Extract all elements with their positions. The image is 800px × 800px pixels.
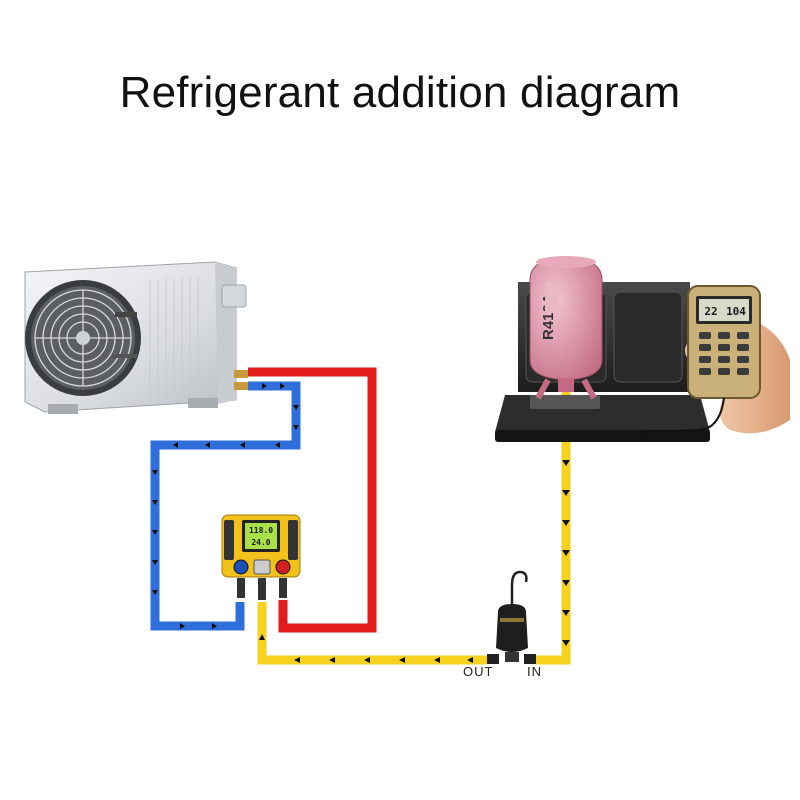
scale-controller: 22 104 — [639, 285, 761, 433]
low-pressure-hose — [150, 381, 301, 631]
charging-hose-supply — [535, 372, 571, 665]
scale-keypad — [699, 332, 749, 375]
charging-hose — [257, 602, 487, 665]
diagram-title: Refrigerant addition diagram — [119, 68, 681, 117]
out-label: OUT — [463, 664, 493, 679]
outdoor-ac-unit — [24, 261, 248, 414]
digital-manifold-gauge: 118.0 24.0 — [221, 514, 301, 600]
low-side-port — [237, 578, 245, 598]
low-side-knob[interactable] — [233, 559, 249, 575]
gauge-lcd — [245, 523, 277, 549]
charge-port — [258, 578, 266, 600]
scale-reading-right: 104 — [726, 305, 746, 318]
high-side-knob[interactable] — [275, 559, 291, 575]
scale-reading-left: 22 — [704, 305, 717, 318]
refrigerant-cylinder: R410A — [529, 256, 603, 400]
high-side-port — [279, 578, 287, 598]
flow-arrows-blue — [152, 383, 299, 629]
gauge-reading-1: 118.0 — [249, 526, 273, 535]
inline-charging-valve — [487, 570, 536, 664]
scale-lcd — [699, 299, 749, 321]
high-pressure-hose — [248, 367, 377, 633]
in-label: IN — [527, 664, 542, 679]
gauge-reading-2: 24.0 — [251, 538, 270, 547]
